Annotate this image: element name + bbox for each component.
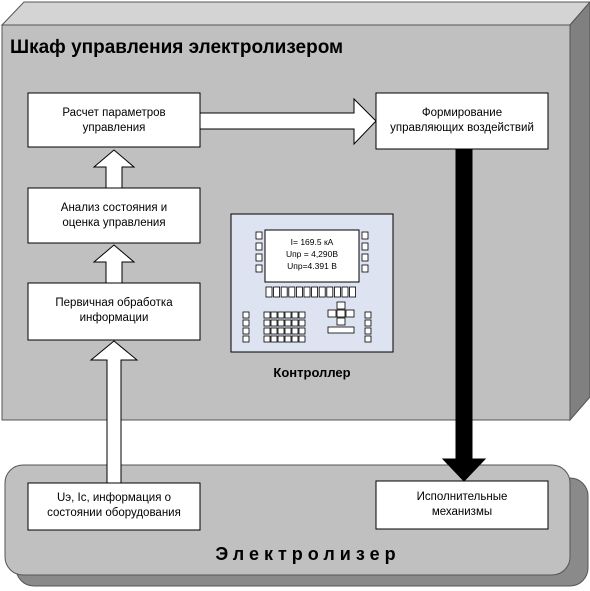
controller-side-key — [361, 242, 369, 251]
controller-key — [263, 311, 271, 319]
controller-function-key — [341, 286, 349, 298]
controller-nav-key — [336, 309, 346, 318]
controller-key — [270, 327, 278, 335]
block-calc-line2: управления — [83, 122, 146, 134]
controller-function-key — [303, 286, 311, 298]
controller-screen — [264, 229, 360, 283]
controller-key — [242, 335, 250, 343]
block-primary-line1: Первичная обработка — [55, 297, 173, 309]
controller-function-key — [280, 286, 288, 298]
controller-key — [263, 335, 271, 343]
controller-key — [277, 311, 285, 319]
controller-function-key — [288, 286, 296, 298]
controller-key — [242, 327, 250, 335]
cabinet-side-face — [569, 1, 590, 422]
controller-function-key — [311, 286, 319, 298]
cabinet-title: Шкаф управления электролизером — [10, 37, 343, 58]
controller-key — [270, 311, 278, 319]
block-calc: Расчет параметров управления — [27, 92, 201, 148]
controller-side-key — [255, 264, 263, 273]
electrolyzer-title: Электролизер — [215, 544, 400, 564]
block-inputs-line1: Uэ, Iс, информация о — [57, 492, 171, 504]
arrow-forming-to-actuators — [441, 148, 487, 482]
controller-nav-key — [336, 317, 346, 326]
controller-key — [242, 311, 250, 319]
controller-screen-line1: I= 169.5 кА — [291, 237, 334, 247]
controller-keys — [242, 231, 372, 343]
block-forming-line1: Формирование — [422, 107, 502, 119]
controller-key — [284, 327, 292, 335]
controller-side-key — [361, 264, 369, 273]
block-actuators-line1: Исполнительные — [417, 491, 508, 503]
block-calc-line1: Расчет параметров — [62, 107, 165, 119]
controller-key — [270, 319, 278, 327]
block-analysis-line2: оценка управления — [62, 217, 165, 229]
controller-key — [284, 319, 292, 327]
controller-key — [263, 319, 271, 327]
block-primary-line2: информации — [80, 312, 149, 324]
controller-label: Контроллер — [273, 365, 350, 380]
controller-panel: I= 169.5 кА Uпр = 4,290В Uпр=4.391 В — [230, 213, 394, 353]
block-inputs: Uэ, Iс, информация о состоянии оборудова… — [27, 482, 201, 531]
block-actuators: Исполнительные механизмы — [375, 480, 549, 530]
controller-function-key — [265, 286, 273, 298]
controller-side-key — [255, 231, 263, 240]
block-inputs-line2: состоянии оборудования — [47, 507, 181, 519]
controller-nav-key — [345, 309, 355, 318]
controller-function-key — [273, 286, 281, 298]
arrow-inputs-to-primary — [89, 340, 139, 484]
block-analysis-line1: Анализ состояния и — [61, 202, 167, 214]
controller-screen-line3: Uпр=4.391 В — [287, 261, 337, 271]
controller-key — [284, 311, 292, 319]
block-primary: Первичная обработка информации — [27, 282, 201, 341]
controller-key — [364, 311, 372, 319]
controller-nav-key — [327, 309, 337, 318]
controller-function-key — [333, 286, 341, 298]
controller-function-key — [349, 286, 357, 298]
controller-key — [298, 327, 306, 335]
controller-key — [298, 311, 306, 319]
controller-key — [263, 327, 271, 335]
controller-key — [364, 335, 372, 343]
controller-key — [291, 311, 299, 319]
controller-key — [298, 335, 306, 343]
cabinet-top-face — [0, 1, 590, 26]
controller-side-key — [361, 231, 369, 240]
controller-key — [270, 335, 278, 343]
controller-key — [277, 335, 285, 343]
controller-key — [277, 327, 285, 335]
controller-function-key — [318, 286, 326, 298]
controller-key — [291, 319, 299, 327]
block-forming: Формирование управляющих воздействий — [375, 92, 549, 150]
controller-key — [284, 335, 292, 343]
controller-side-key — [361, 253, 369, 262]
controller-screen-line2: Uпр = 4,290В — [286, 249, 338, 259]
arrow-analysis-to-calc — [92, 149, 136, 189]
controller-function-key — [295, 286, 303, 298]
controller-key — [291, 335, 299, 343]
block-actuators-line2: механизмы — [432, 506, 492, 518]
controller-key — [242, 319, 250, 327]
controller-function-key — [326, 286, 334, 298]
controller-key — [298, 319, 306, 327]
block-forming-line2: управляющих воздействий — [390, 122, 534, 134]
controller-side-key — [255, 253, 263, 262]
controller-nav-key — [336, 301, 346, 310]
block-analysis: Анализ состояния и оценка управления — [27, 187, 201, 244]
controller-nav-key — [327, 326, 355, 334]
controller-key — [291, 327, 299, 335]
controller-key — [364, 327, 372, 335]
arrow-calc-to-forming — [199, 97, 377, 146]
controller-side-key — [255, 242, 263, 251]
controller-key — [277, 319, 285, 327]
arrow-primary-to-analysis — [92, 244, 136, 284]
controller-key — [364, 319, 372, 327]
